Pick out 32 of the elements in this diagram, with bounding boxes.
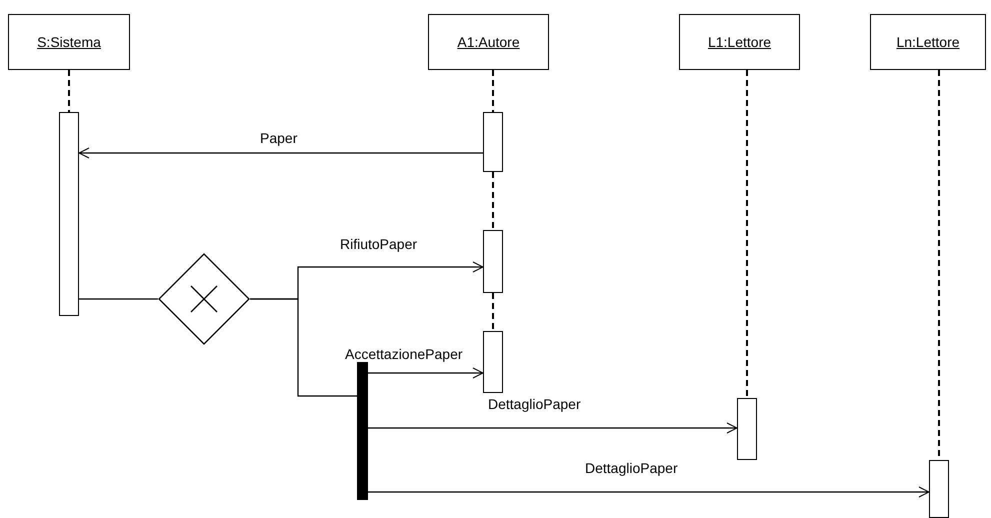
message-label: DettaglioPaper [486, 396, 583, 412]
object-box [870, 14, 986, 70]
message-arrow [368, 368, 484, 378]
message-arrow [368, 422, 738, 434]
object-name: Ln:Lettore [896, 34, 960, 50]
lifeline [492, 293, 494, 331]
object-name: L1:Lettore [708, 34, 772, 50]
object-box [8, 14, 130, 70]
lifeline [746, 70, 748, 398]
object-name: S:Sistema [37, 34, 101, 50]
connector-line [250, 298, 357, 397]
object-name: A1:Autore [457, 34, 520, 50]
message-label: RifiutoPaper [338, 236, 420, 252]
decision-diamond [158, 253, 250, 345]
message-label: Paper [258, 130, 300, 146]
activation-bar [483, 230, 503, 293]
connector-line [79, 298, 158, 300]
activation-bar [483, 112, 503, 172]
message-label: DettaglioPaper [583, 460, 680, 476]
activation-bar [737, 398, 757, 460]
lifeline [492, 70, 494, 112]
lifeline [68, 70, 70, 112]
message-arrow [368, 486, 930, 498]
object-box [428, 14, 549, 70]
activation-bar [483, 331, 503, 393]
object-box [679, 14, 800, 70]
activation-bar [59, 112, 79, 316]
message-label: AccettazionePaper [343, 346, 465, 362]
message-arrow [78, 148, 483, 158]
activation-bar [929, 460, 949, 518]
lifeline [492, 172, 494, 230]
fork-bar [357, 360, 368, 500]
